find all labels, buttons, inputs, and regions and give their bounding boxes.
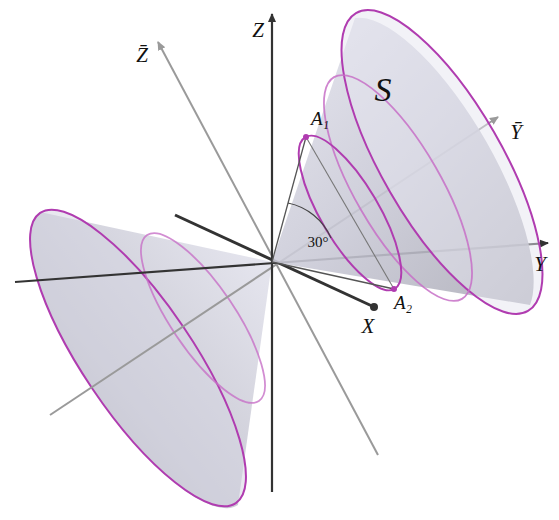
right-nappe-s <box>272 0 559 341</box>
point-label: A₁ <box>311 109 329 128</box>
axis-label: Z <box>252 20 264 41</box>
axis-label: Z̄ <box>136 45 148 66</box>
axis-label: X <box>362 316 375 337</box>
left-nappe <box>0 182 285 520</box>
point-label: A₂ <box>394 293 412 312</box>
axis-label: Ȳ <box>510 122 522 143</box>
z-axis <box>271 14 273 492</box>
axis-label: Y <box>534 254 546 275</box>
angle-label: 30° <box>308 235 329 250</box>
surface-label: S <box>375 73 392 107</box>
